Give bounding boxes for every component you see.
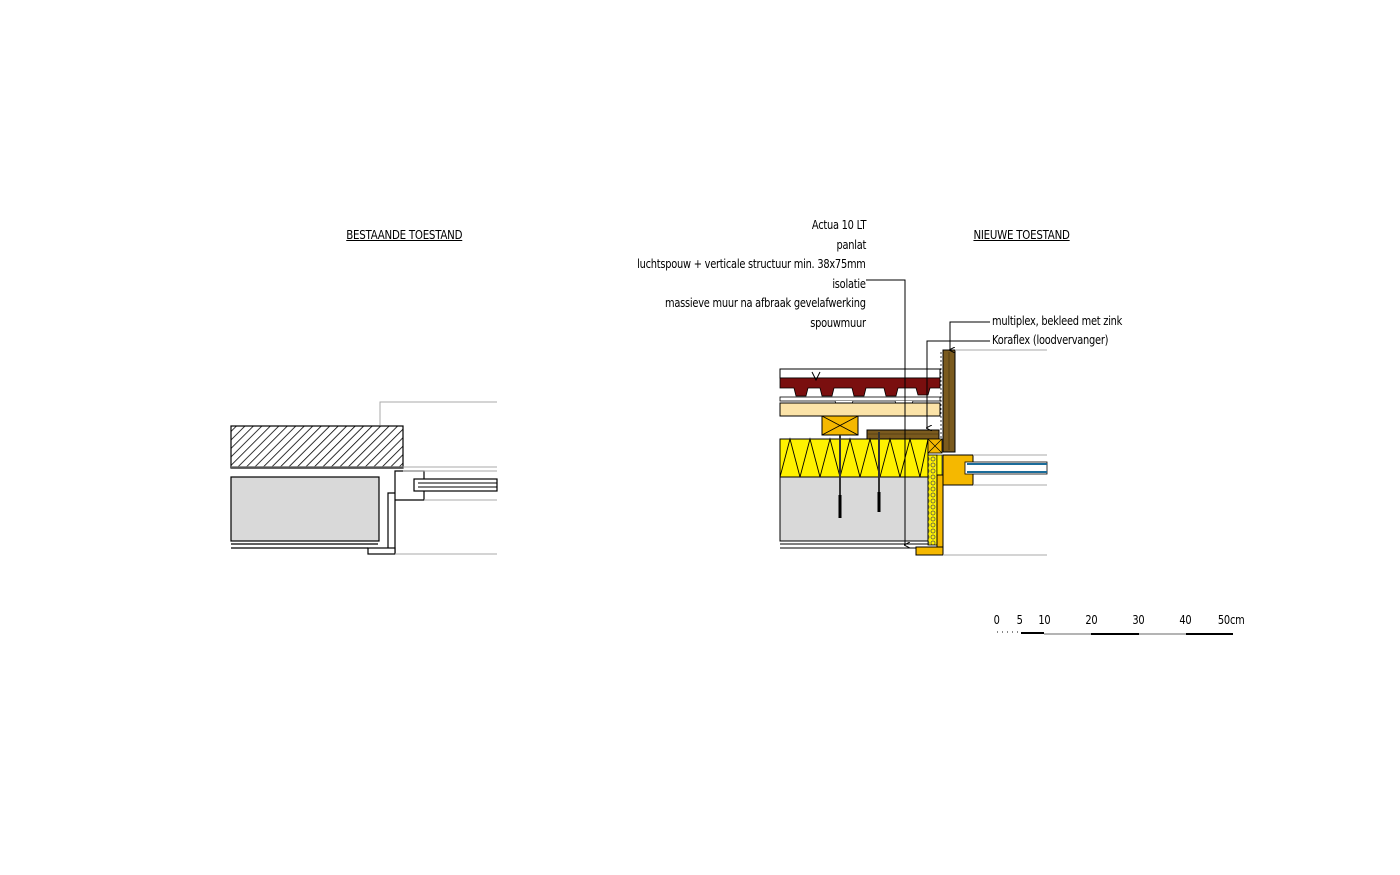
label-roof-tile: Actua 10 LT [811,218,867,232]
scale-tick-5: 5 [1016,613,1023,627]
label-solid-wall: massieve muur na afbraak gevelafwerking [665,296,866,310]
title-existing: BESTAANDE TOESTAND [346,227,463,242]
label-insulation: isolatie [832,277,867,291]
scale-bar [997,631,1233,635]
existing-glazing [413,478,498,492]
existing-detail [230,401,498,555]
scale-tick-30: 30 [1132,613,1145,627]
scale-tick-40: 40 [1179,613,1192,627]
scale-tick-20: 20 [1085,613,1098,627]
batten-panlat [779,402,941,417]
label-air-cavity: luchtspouw + verticale structuur min. 38… [637,257,867,271]
scale-tick-50cm: 50cm [1217,613,1245,627]
existing-inner-wall [230,476,380,542]
label-multiplex: multiplex, bekleed met zink [992,314,1123,328]
label-panlat: panlat [836,238,866,252]
scale-tick-10: 10 [1038,613,1051,627]
existing-brick-wall [230,425,404,469]
label-cavity-wall: spouwmuur [810,316,866,330]
insulation-layer [779,438,929,478]
new-detail [779,279,1048,556]
solid-wall [779,476,929,542]
label-koraflex: Koraflex (loodvervanger) [992,333,1109,347]
leader-multiplex [950,321,990,350]
leader-koraflex [927,340,990,428]
title-new: NIEUWE TOESTAND [973,227,1070,242]
roof-tile-actua [779,377,941,397]
mineral-wool [927,454,938,546]
horizontal-multiplex [866,429,940,440]
scale-tick-0: 0 [993,613,1000,627]
